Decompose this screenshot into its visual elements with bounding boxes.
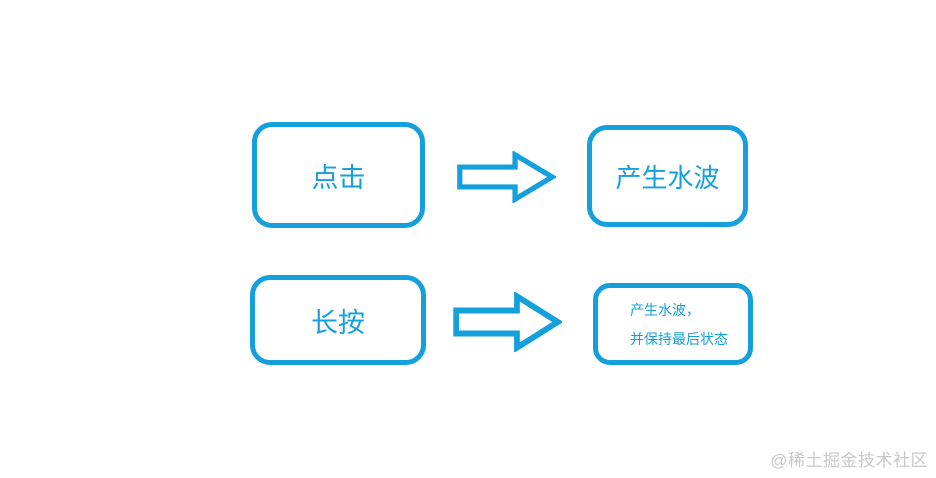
node-longpress-label: 长按 [311, 307, 365, 338]
node-ripple-label: 产生水波 [615, 162, 720, 193]
watermark-text: @稀土掘金技术社区 [770, 451, 928, 470]
right-arrow-icon [452, 292, 562, 352]
node-ripple-hold-line-1: 产生水波， [630, 301, 700, 318]
node-ripple-hold-lines: 产生水波， 并保持最后状态 [630, 300, 728, 349]
node-ripple-hold-result: 产生水波， 并保持最后状态 [593, 283, 753, 365]
node-click: 点击 [252, 122, 425, 228]
node-ripple-result: 产生水波 [587, 125, 748, 227]
node-longpress: 长按 [250, 275, 426, 365]
node-click-label: 点击 [311, 162, 366, 193]
right-arrow-icon [456, 151, 556, 203]
node-ripple-hold-line-2: 并保持最后状态 [630, 330, 728, 347]
